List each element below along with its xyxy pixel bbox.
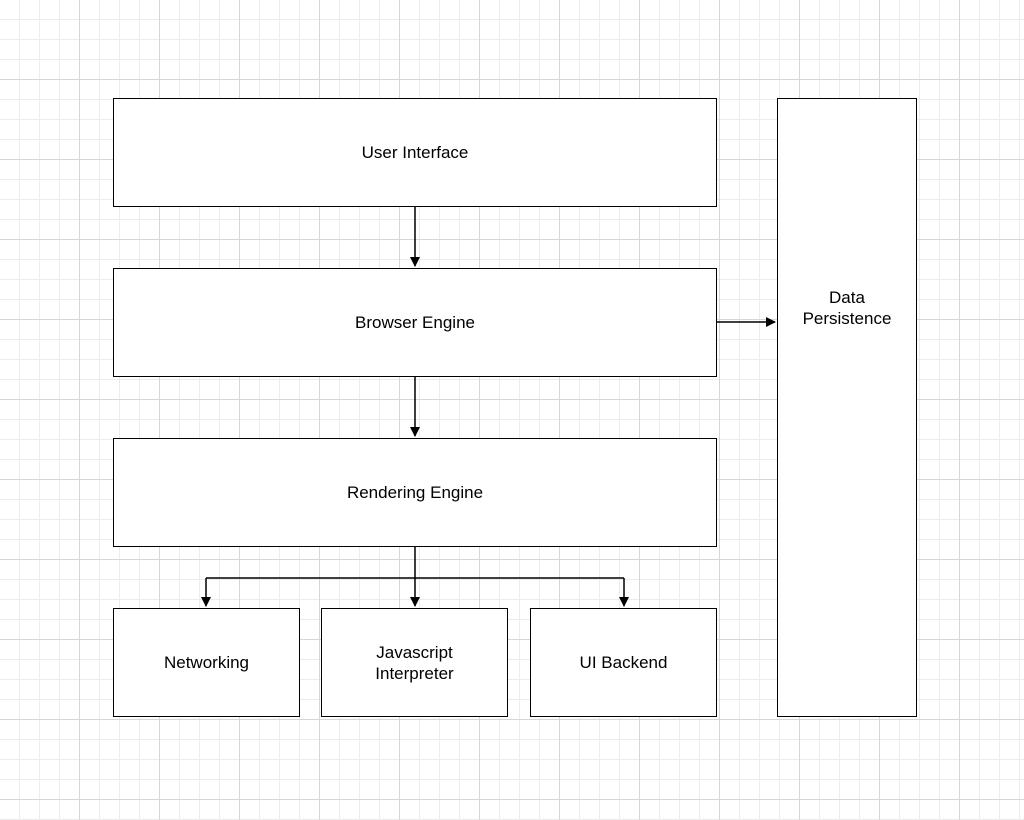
node-label: Javascript Interpreter — [375, 642, 454, 683]
node-label: User Interface — [361, 143, 469, 162]
node-browser-engine[interactable]: Browser Engine — [113, 268, 717, 377]
node-label: Rendering Engine — [346, 483, 484, 502]
node-label: UI Backend — [579, 653, 668, 672]
node-javascript-interpreter[interactable]: Javascript Interpreter — [321, 608, 508, 717]
node-label: Data Persistence — [802, 287, 892, 328]
node-label: Browser Engine — [354, 313, 475, 332]
node-ui-backend[interactable]: UI Backend — [530, 608, 717, 717]
node-networking[interactable]: Networking — [113, 608, 300, 717]
node-data-persistence[interactable]: Data Persistence — [777, 98, 917, 717]
node-user-interface[interactable]: User Interface — [113, 98, 717, 207]
node-rendering-engine[interactable]: Rendering Engine — [113, 438, 717, 547]
node-label: Networking — [163, 653, 250, 672]
